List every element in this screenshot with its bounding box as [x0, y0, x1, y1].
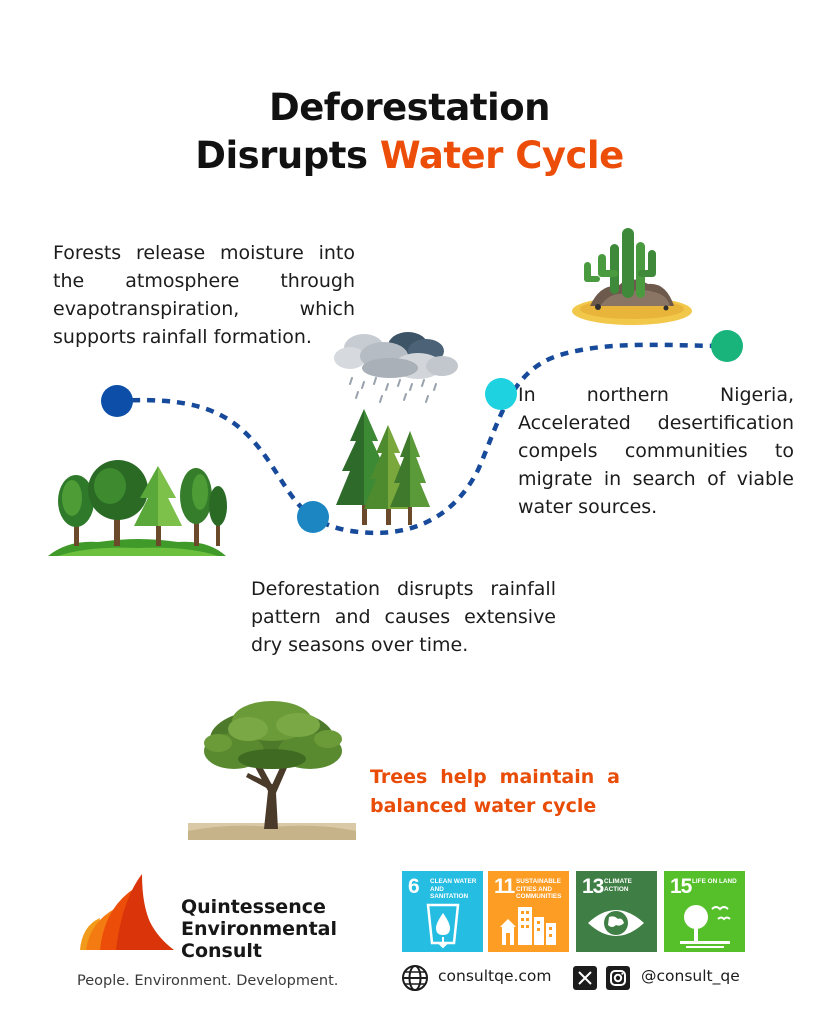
x-logo-icon[interactable]	[573, 966, 597, 990]
sdg-number: 6	[408, 875, 420, 898]
sdg-tile-11: 11 SUSTAINABLE CITIES AND COMMUNITIES	[488, 871, 569, 952]
forest-icon	[48, 460, 227, 556]
eye-globe-icon	[588, 910, 644, 936]
instagram-icon[interactable]	[606, 966, 630, 990]
step-dot-rainfall	[297, 501, 329, 533]
brand-line-2: Environmental	[181, 918, 337, 940]
title-line-1: Deforestation	[269, 86, 550, 129]
brand-line-1: Quintessence	[181, 896, 326, 918]
title-accent: Water Cycle	[379, 134, 624, 177]
cloud-rain-icon	[334, 332, 458, 403]
step-text-rainfall: Deforestation disrupts rainfall pattern …	[251, 578, 556, 656]
title-prefix: Disrupts	[195, 134, 368, 177]
sdg-label: CLIMATE ACTION	[604, 878, 632, 893]
step-text-nigeria: In northern Nigeria, Accelerated deserti…	[518, 384, 794, 518]
title-line-2: Disrupts Water Cycle	[0, 132, 819, 180]
city-buildings-icon	[500, 907, 556, 945]
sdg-label: CLEAN WATER AND SANITATION	[430, 878, 477, 900]
brand-line-3: Consult	[181, 940, 262, 962]
brand-name: Quintessence Environmental Consult	[181, 896, 337, 962]
step-text-forests: Forests release moisture into the atmosp…	[53, 242, 355, 348]
cactus-desert-icon	[572, 228, 692, 325]
step-dot-forests	[101, 385, 133, 417]
tree-icon	[188, 701, 356, 840]
sdg-number: 15	[670, 875, 692, 898]
sdg-tile-15: 15 LIFE ON LAND	[664, 871, 745, 952]
social-handle[interactable]: @consult_qe	[641, 967, 740, 985]
sdg-tile-6: 6 CLEAN WATER AND SANITATION	[402, 871, 483, 952]
brand-tagline: People. Environment. Development.	[77, 973, 339, 989]
step-dot-nigeria	[485, 378, 517, 410]
globe-icon	[402, 965, 428, 991]
sdg-number: 11	[494, 875, 515, 898]
callout-text: Trees help maintain a balanced water cyc…	[370, 766, 620, 817]
sdg-label: LIFE ON LAND	[692, 878, 737, 885]
flame-logo-icon	[80, 874, 174, 950]
tree-birds-icon	[680, 905, 731, 948]
sdg-tile-13: 13 CLIMATE ACTION	[576, 871, 657, 952]
step-dot-desert	[711, 330, 743, 362]
pine-trees-icon	[336, 409, 430, 525]
website-link[interactable]: consultqe.com	[438, 967, 552, 985]
water-drop-glass-icon	[426, 903, 460, 949]
sdg-number: 13	[582, 875, 604, 898]
page-title: Deforestation Disrupts Water Cycle	[0, 84, 819, 180]
sdg-label: SUSTAINABLE CITIES AND COMMUNITIES	[516, 878, 562, 900]
